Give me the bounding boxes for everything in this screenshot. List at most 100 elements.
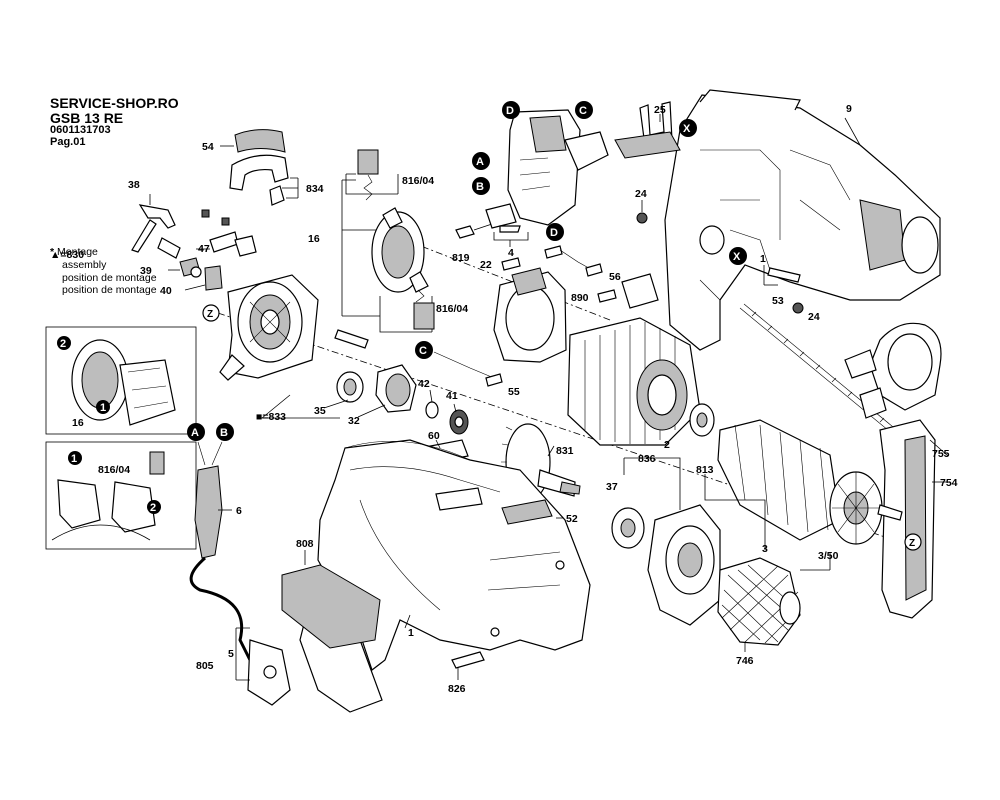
callout-b-cable xyxy=(216,423,234,441)
label-38: 38 xyxy=(128,179,140,191)
part-826-screw xyxy=(451,651,485,669)
square-marker-2 xyxy=(221,217,230,226)
label-6: 6 xyxy=(236,505,242,517)
label-32: 32 xyxy=(348,415,360,427)
label-60: 60 xyxy=(428,430,440,442)
label-9: 9 xyxy=(846,103,852,115)
z-marker-left-label: Z xyxy=(207,309,213,320)
callout-x-upper xyxy=(679,119,697,137)
part-number: 0601131703 xyxy=(50,124,111,137)
label-746: 746 xyxy=(736,655,754,667)
inset2-step-2-label: 2 xyxy=(150,502,156,514)
label-47: 47 xyxy=(198,243,210,255)
part-spring-contact xyxy=(209,231,239,253)
label-16: 16 xyxy=(308,233,320,245)
callout-d-switch-label: D xyxy=(506,105,514,117)
label-808: 808 xyxy=(296,538,314,550)
label-52: 52 xyxy=(566,513,578,525)
z-marker-right-label: Z xyxy=(909,538,915,549)
label-833: ■=833 xyxy=(256,411,286,423)
label-53: 53 xyxy=(772,295,784,307)
callout-d-wire xyxy=(546,223,564,241)
part-24-screw-lower xyxy=(792,302,804,314)
star-symbol: * xyxy=(50,246,55,258)
part-24-screw-upper xyxy=(636,212,648,224)
legend-line-2: assembly xyxy=(62,258,107,271)
callout-c-wire-label: C xyxy=(419,345,427,357)
label-813: 813 xyxy=(696,464,714,476)
callout-a-switch xyxy=(472,152,490,170)
z-marker-right xyxy=(904,533,922,551)
label-836: 836 xyxy=(638,453,656,465)
callout-c-switch xyxy=(575,101,593,119)
label-42: 42 xyxy=(418,378,430,390)
part-52-cover xyxy=(501,499,553,525)
part-819-screw xyxy=(455,225,475,239)
part-56-connector xyxy=(585,263,603,277)
label-54: 54 xyxy=(202,141,214,153)
callout-x-lower xyxy=(729,247,747,265)
step-1-callout xyxy=(96,400,110,414)
label-3-50: 3/50 xyxy=(818,550,839,562)
part-pin xyxy=(334,329,369,349)
inset-box-1 xyxy=(45,326,197,435)
part-9-housing xyxy=(664,94,941,351)
callout-c-wire xyxy=(415,341,433,359)
legend-line-1: Montage xyxy=(57,246,98,258)
part-816-04-brush-lower xyxy=(413,302,435,330)
label-816-04-lower: 816/04 xyxy=(436,303,468,315)
step-1-label: 1 xyxy=(100,402,106,414)
label-816-04-upper: 816/04 xyxy=(402,175,434,187)
inset-label-816-04: 816/04 xyxy=(98,464,130,476)
label-2: 2 xyxy=(664,439,670,451)
inset-brush-insertion: 1 816/04 2 xyxy=(51,451,165,541)
label-1-pin: 1 xyxy=(760,253,766,265)
label-819: 819 xyxy=(452,252,470,264)
label-24-lower: 24 xyxy=(808,311,820,323)
label-5: 5 xyxy=(228,648,234,660)
legend-star-line: * Montage xyxy=(50,246,157,259)
label-41: 41 xyxy=(446,390,458,402)
part-55-connector xyxy=(485,373,503,387)
callout-d-switch xyxy=(502,101,520,119)
label-24-upper: 24 xyxy=(635,188,647,200)
part-40-clip xyxy=(204,265,223,291)
callout-x-lower-label: X xyxy=(733,251,741,263)
shop-name: SERVICE-SHOP.RO xyxy=(50,95,179,111)
label-35: 35 xyxy=(314,405,326,417)
legend: * Montage assembly position de montage p… xyxy=(50,246,157,297)
part-42-washer xyxy=(425,401,439,419)
part-53-pin xyxy=(767,267,801,283)
part-22-screw xyxy=(501,257,521,271)
label-831: 831 xyxy=(556,445,574,457)
part-3-armature xyxy=(717,419,841,541)
part-816-04-brush-upper xyxy=(357,149,379,175)
inset2-step-1-label: 1 xyxy=(71,453,77,465)
label-1: 1 xyxy=(408,627,414,639)
part-890-clamp xyxy=(621,273,659,309)
label-4: 4 xyxy=(508,247,514,259)
part-6-cable-grommet xyxy=(194,465,223,559)
label-39: 39 xyxy=(140,265,152,277)
callout-x-upper-label: X xyxy=(683,123,691,135)
part-38-lever xyxy=(138,204,176,229)
inset-brush-holder: 2 1 16 xyxy=(57,336,176,429)
part-47-contact xyxy=(234,235,257,257)
legend-line-3: position de montage xyxy=(62,271,157,284)
label-55: 55 xyxy=(508,386,520,398)
title-block: SERVICE-SHOP.RO GSB 13 RE 0601131703 Pag… xyxy=(50,96,179,148)
z-marker-left xyxy=(202,304,220,322)
callout-a-switch-label: A xyxy=(476,156,484,168)
part-depth-rod xyxy=(739,307,901,441)
label-805: 805 xyxy=(196,660,214,672)
callout-b-cable-label: B xyxy=(220,427,228,439)
label-830-legend: ▲=830 xyxy=(50,249,84,261)
callout-a-cable-label: A xyxy=(191,427,199,439)
label-834: 834 xyxy=(306,183,324,195)
callout-b-switch xyxy=(472,177,490,195)
callout-d-wire-label: D xyxy=(550,227,558,239)
part-54-brush-cover xyxy=(234,129,286,153)
label-25: 25 xyxy=(654,104,666,116)
label-755: 755 xyxy=(932,448,950,460)
